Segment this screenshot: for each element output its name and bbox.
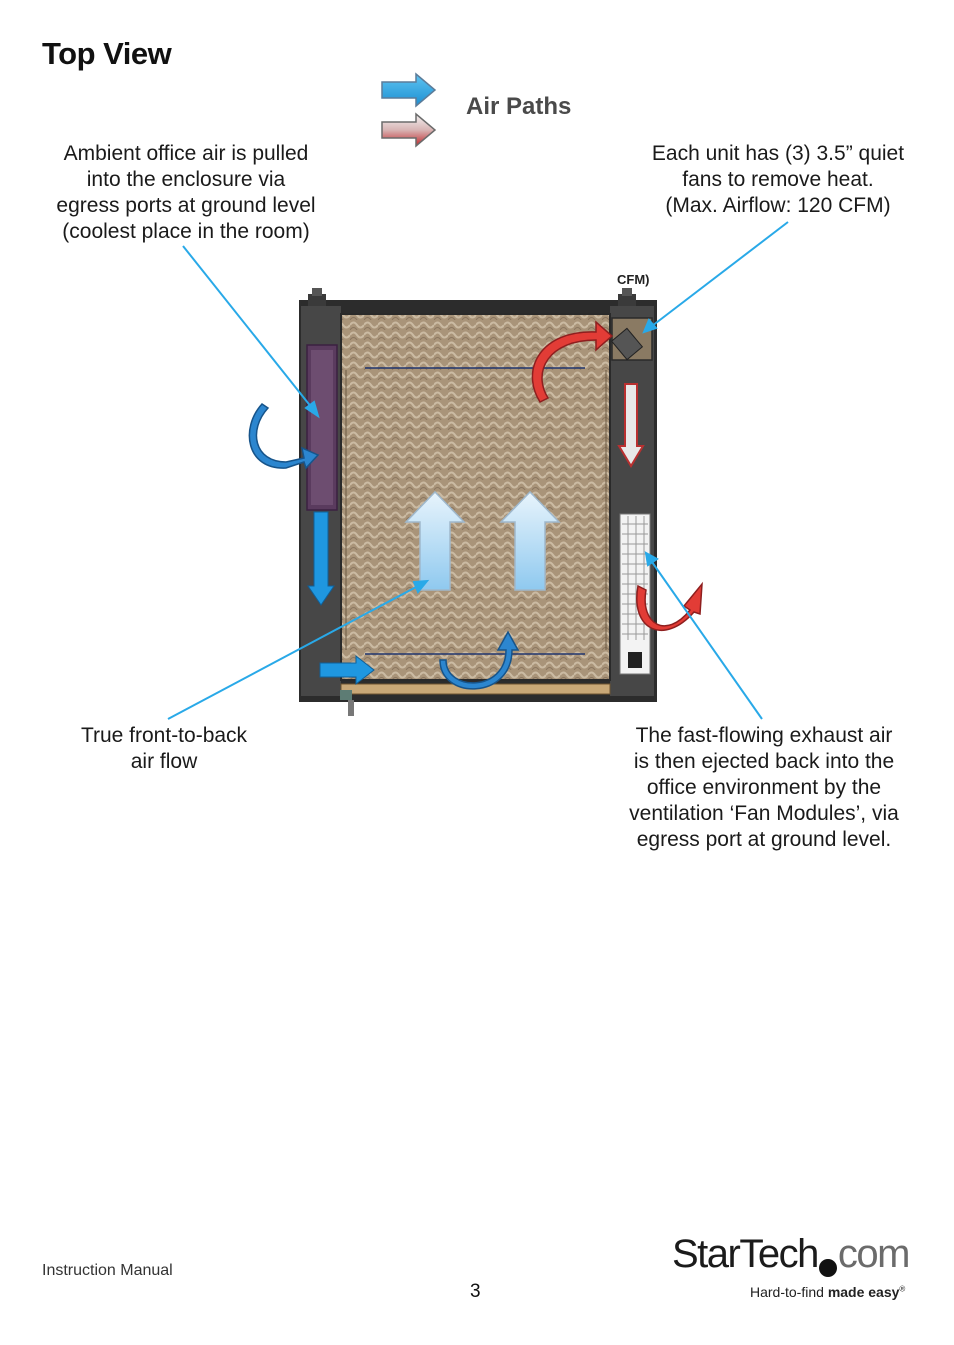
page-number: 3: [470, 1281, 481, 1302]
enclosure: [299, 288, 657, 716]
logo-dot-icon: [818, 1259, 837, 1277]
callout-line: is then ejected back into the: [633, 750, 895, 773]
intake-curved-arrow-icon: [248, 403, 320, 470]
callout-line: fans to remove heat.: [682, 168, 874, 191]
exhaust-down-arrow-icon: [617, 383, 645, 468]
callout-line: True front-to-back: [80, 724, 248, 747]
logo-wordmark: StarTech com: [672, 1232, 911, 1277]
callout-line: (Max. Airflow: 120 CFM): [665, 194, 891, 217]
footer-manual-label: Instruction Manual: [42, 1262, 173, 1279]
logo-brand-main: StarTech: [672, 1232, 819, 1276]
exhaust-curved-arrow-icon: [531, 320, 614, 403]
logo-tagline-bold: made easy: [827, 1284, 900, 1300]
callout-line: into the enclosure via: [86, 168, 286, 191]
cfm-label: CFM): [617, 272, 650, 287]
callout-exhaust-air: The fast-flowing exhaust air is then eje…: [612, 723, 916, 853]
front-to-back-up-arrow-icon: [404, 490, 466, 591]
legend-label: Air Paths: [466, 93, 572, 120]
exhaust-curved-arrow-icon: [636, 581, 703, 631]
front-to-back-up-arrow-icon: [499, 490, 561, 591]
callout-line: ventilation ‘Fan Modules’, via: [629, 802, 899, 825]
logo-tagline-mark: ®: [899, 1284, 906, 1294]
intake-down-arrow-icon: [307, 511, 335, 606]
callout-line: The fast-flowing exhaust air: [635, 724, 893, 747]
callout-line: egress port at ground level.: [636, 828, 892, 851]
callout-line: Ambient office air is pulled: [63, 142, 309, 165]
logo-tagline: Hard-to-find made easy®: [750, 1284, 905, 1300]
legend-intake-arrow-icon: [381, 72, 437, 108]
startech-logo: StarTech com Hard-to-find made easy®: [670, 1232, 910, 1307]
callout-line: egress ports at ground level: [56, 194, 316, 217]
intake-right-arrow-icon: [319, 654, 375, 686]
callout-pointers: [167, 221, 789, 720]
logo-tagline-regular: Hard-to-find: [750, 1284, 828, 1300]
callout-line: (coolest place in the room): [62, 220, 310, 243]
fan-icon: [610, 317, 653, 361]
callout-front-to-back-flow: True front-to-back air flow: [62, 723, 266, 775]
intake-curved-arrow-icon: [439, 630, 520, 690]
legend-exhaust-arrow-icon: [381, 112, 437, 148]
callout-line: air flow: [130, 750, 198, 773]
logo-brand-suffix: com: [837, 1232, 911, 1276]
callout-fans: Each unit has (3) 3.5” quiet fans to rem…: [636, 141, 920, 219]
callout-ambient-air: Ambient office air is pulled into the en…: [40, 141, 332, 245]
page-title: Top View: [42, 36, 172, 71]
airflow-arrows: [248, 320, 703, 690]
callout-line: office environment by the: [646, 776, 882, 799]
callout-line: Each unit has (3) 3.5” quiet: [651, 142, 905, 165]
